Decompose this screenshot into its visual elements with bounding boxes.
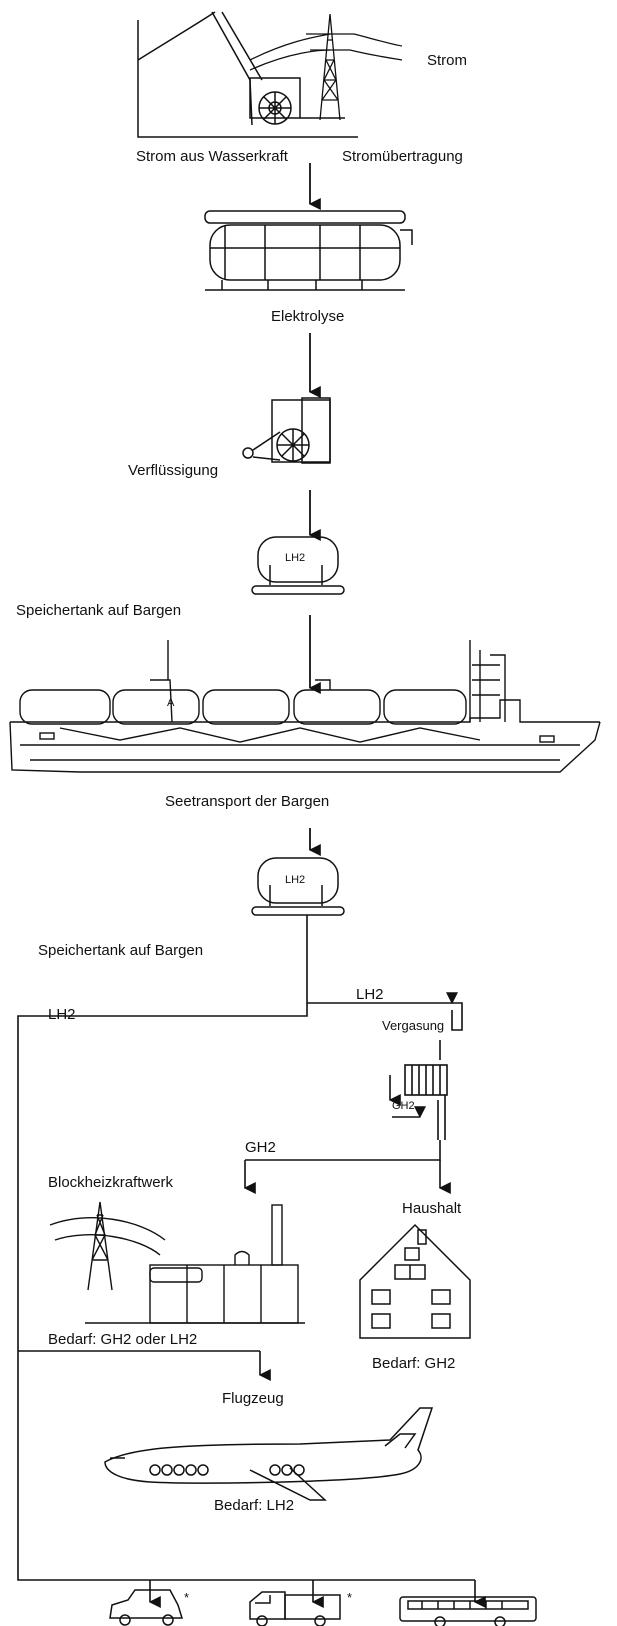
truck-icon [249,1591,341,1626]
label-lh2-right: LH2 [356,986,384,1003]
label-bedarf-flug: Bedarf: LH2 [214,1497,295,1514]
liquefaction-illustration [242,397,331,464]
label-gh2: GH2 [245,1139,276,1156]
electrolysis-illustration [204,210,413,291]
block-heating-plant-illustration [49,1201,305,1324]
distribution-lines [17,915,486,1608]
ship-illustration [9,640,601,773]
label-verfluessigung: Verflüssigung [128,462,219,479]
transmission-tower-icon [249,13,403,121]
bus-icon [399,1596,537,1626]
hydro-power-illustration [137,11,358,138]
label-seetransport: Seetransport der Bargen [165,793,330,810]
label-strom: Strom [427,52,468,69]
label-bedarf-haus: Bedarf: GH2 [372,1355,456,1372]
asterisk-car: * [184,1590,190,1605]
label-speichertank-1: Speichertank auf Bargen [16,602,182,619]
label-elektrolyse: Elektrolyse [271,308,345,325]
label-haushalt: Haushalt [402,1200,462,1217]
label-vergasung: Vergasung [382,1018,445,1033]
tank-label-2: LH2 [285,874,306,886]
label-lh2-left: LH2 [48,1006,76,1023]
label-stromuebertragung: Stromübertragung [342,148,463,165]
label-speichertank-2: Speichertank auf Bargen [38,942,204,959]
tank-label-1: LH2 [285,552,306,564]
label-bedarf-block: Bedarf: GH2 oder LH2 [48,1331,198,1348]
label-wasserkraft: Strom aus Wasserkraft [136,148,288,165]
car-icon [109,1589,184,1626]
storage-tank-illustration-1 [251,536,345,595]
storage-tank-illustration-2 [251,857,345,916]
airplane-illustration [104,1407,434,1501]
house-illustration [359,1223,471,1339]
asterisk-truck: * [347,1590,353,1605]
ship-mark: A [167,697,175,709]
label-blockheizkraftwerk: Blockheizkraftwerk [48,1174,174,1191]
label-flugzeug: Flugzeug [222,1390,284,1407]
label-gh2-small: GH2 [392,1100,415,1112]
